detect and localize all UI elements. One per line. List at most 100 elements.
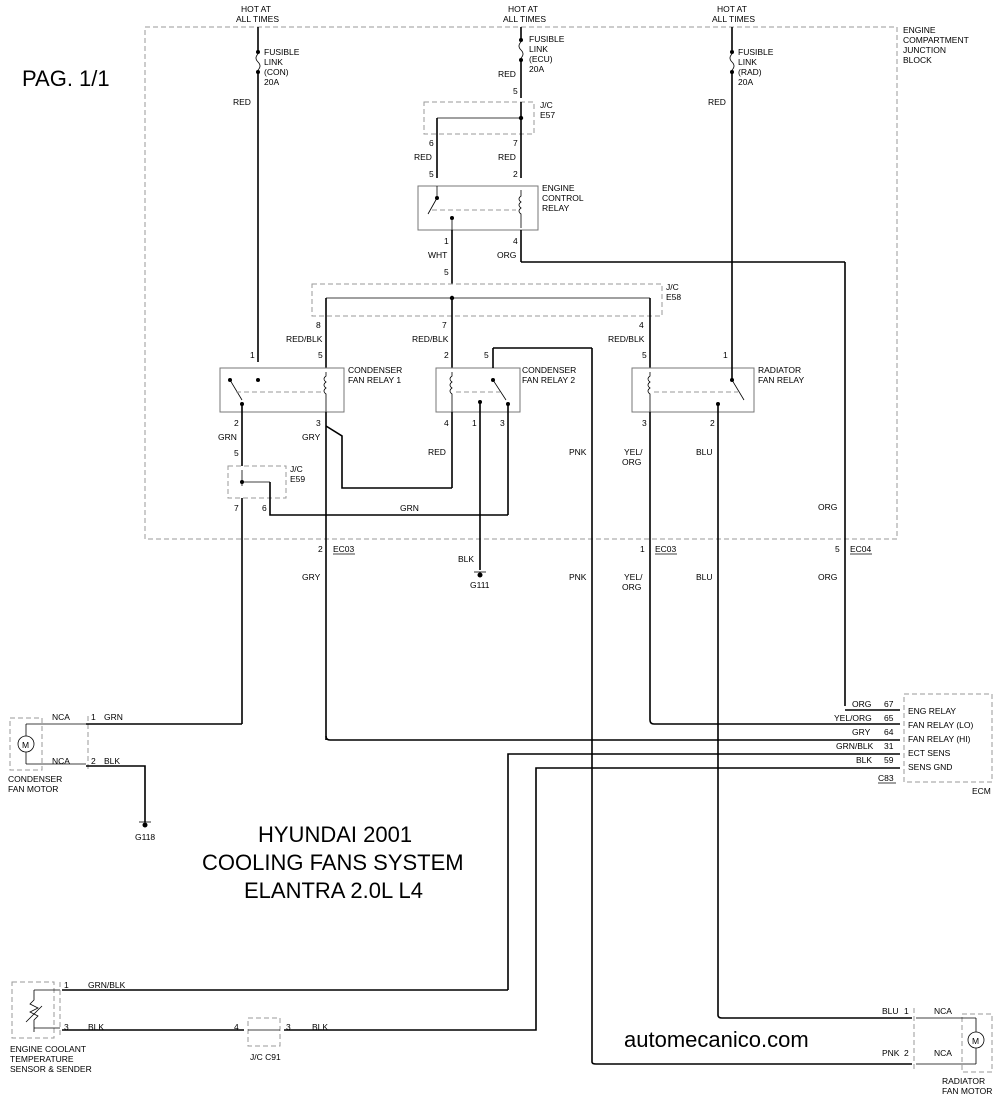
svg-text:J/C: J/C [540, 100, 553, 110]
svg-text:65: 65 [884, 713, 894, 723]
hot-label-rad-1: HOT AT [717, 4, 747, 14]
svg-text:FAN RELAY (LO): FAN RELAY (LO) [908, 720, 974, 730]
ect-sensor [11, 981, 55, 1039]
svg-text:M: M [22, 740, 29, 750]
svg-text:LINK: LINK [264, 57, 283, 67]
ground-g118: G118 [135, 832, 155, 842]
engine-control-relay [417, 185, 539, 231]
fuse-con-label: FUSIBLE [264, 47, 300, 57]
svg-text:ORG: ORG [818, 502, 837, 512]
svg-text:RED: RED [498, 152, 516, 162]
svg-text:SENSOR & SENDER: SENSOR & SENDER [10, 1064, 92, 1074]
svg-text:LINK: LINK [738, 57, 757, 67]
ecm-pin-31: GRN/BLK 31 ECT SENS [507, 741, 951, 990]
svg-text:ENGINE: ENGINE [542, 183, 575, 193]
jc-e57 [423, 101, 535, 135]
svg-text:7: 7 [234, 503, 239, 513]
svg-text:RED: RED [708, 97, 726, 107]
svg-text:GRY: GRY [302, 432, 321, 442]
svg-text:ORG: ORG [818, 572, 837, 582]
svg-text:J/C C91: J/C C91 [250, 1052, 281, 1062]
junction-block-label-1: ENGINE [903, 25, 936, 35]
ecm-label: ECM [972, 786, 991, 796]
svg-text:WHT: WHT [428, 250, 447, 260]
svg-text:BLU: BLU [696, 572, 713, 582]
ecm-box [903, 693, 993, 783]
svg-text:FAN MOTOR: FAN MOTOR [8, 784, 58, 794]
svg-text:5: 5 [429, 169, 434, 179]
svg-text:NCA: NCA [52, 712, 70, 722]
svg-text:5: 5 [484, 350, 489, 360]
svg-text:20A: 20A [264, 77, 279, 87]
title-line-2: COOLING FANS SYSTEM [202, 850, 464, 875]
svg-text:3: 3 [500, 418, 505, 428]
fuse-ecu-label: FUSIBLE [529, 34, 565, 44]
svg-text:2: 2 [513, 169, 518, 179]
svg-text:GRN/BLK: GRN/BLK [88, 980, 126, 990]
junction-block-label-3: JUNCTION [903, 45, 946, 55]
svg-text:ORG: ORG [852, 699, 871, 709]
svg-text:(RAD): (RAD) [738, 67, 762, 77]
svg-text:8: 8 [316, 320, 321, 330]
svg-text:2: 2 [91, 756, 96, 766]
junction-block-label-2: COMPARTMENT [903, 35, 969, 45]
svg-text:20A: 20A [738, 77, 753, 87]
svg-text:64: 64 [884, 727, 894, 737]
svg-text:RED/BLK: RED/BLK [286, 334, 323, 344]
svg-text:5: 5 [642, 350, 647, 360]
svg-text:7: 7 [442, 320, 447, 330]
svg-text:6: 6 [429, 138, 434, 148]
svg-text:1: 1 [91, 712, 96, 722]
page-label: PAG. 1/1 [22, 66, 110, 91]
svg-text:PNK: PNK [569, 572, 587, 582]
svg-text:1: 1 [444, 236, 449, 246]
jc-c91 [247, 1017, 281, 1047]
svg-text:FAN RELAY: FAN RELAY [758, 375, 804, 385]
svg-text:2: 2 [710, 418, 715, 428]
condenser-fan-relay-1 [219, 367, 345, 413]
svg-text:4: 4 [234, 1022, 239, 1032]
sensor-resistor-icon [29, 990, 39, 1032]
hot-label-con-2: ALL TIMES [236, 14, 279, 24]
svg-text:J/C: J/C [666, 282, 679, 292]
svg-text:PNK: PNK [569, 447, 587, 457]
svg-text:BLU: BLU [696, 447, 713, 457]
condenser-fan-relay-2 [435, 367, 521, 413]
svg-text:5: 5 [234, 448, 239, 458]
svg-text:RED: RED [428, 447, 446, 457]
hot-label-con-1: HOT AT [241, 4, 271, 14]
connector-ec03-b: EC03 [655, 544, 677, 554]
svg-text:C83: C83 [878, 773, 894, 783]
hot-label-ecu-1: HOT AT [508, 4, 538, 14]
svg-text:3: 3 [286, 1022, 291, 1032]
svg-text:YEL/: YEL/ [624, 447, 643, 457]
svg-text:YEL/: YEL/ [624, 572, 643, 582]
svg-text:ORG: ORG [622, 582, 641, 592]
svg-text:J/C: J/C [290, 464, 303, 474]
svg-text:2: 2 [444, 350, 449, 360]
svg-text:GRY: GRY [302, 572, 321, 582]
svg-text:YEL/ORG: YEL/ORG [834, 713, 872, 723]
ecm-pin-67: ORG 67 ENG RELAY [845, 699, 956, 716]
svg-text:GRN: GRN [400, 503, 419, 513]
svg-text:7: 7 [513, 138, 518, 148]
svg-text:5: 5 [444, 267, 449, 277]
svg-text:3: 3 [64, 1022, 69, 1032]
svg-text:(ECU): (ECU) [529, 54, 553, 64]
svg-text:SENS GND: SENS GND [908, 762, 952, 772]
svg-text:5: 5 [318, 350, 323, 360]
svg-text:BLU: BLU [882, 1006, 899, 1016]
svg-text:2: 2 [904, 1048, 909, 1058]
svg-text:1: 1 [64, 980, 69, 990]
svg-text:1: 1 [723, 350, 728, 360]
svg-text:GRY: GRY [852, 727, 871, 737]
svg-text:BLK: BLK [856, 755, 872, 765]
svg-text:ORG: ORG [497, 250, 516, 260]
svg-text:CONTROL: CONTROL [542, 193, 584, 203]
svg-text:RED/BLK: RED/BLK [412, 334, 449, 344]
radiator-fan-relay [631, 367, 755, 413]
svg-text:BLK: BLK [104, 756, 120, 766]
connector-ec04: EC04 [850, 544, 872, 554]
svg-text:LINK: LINK [529, 44, 548, 54]
